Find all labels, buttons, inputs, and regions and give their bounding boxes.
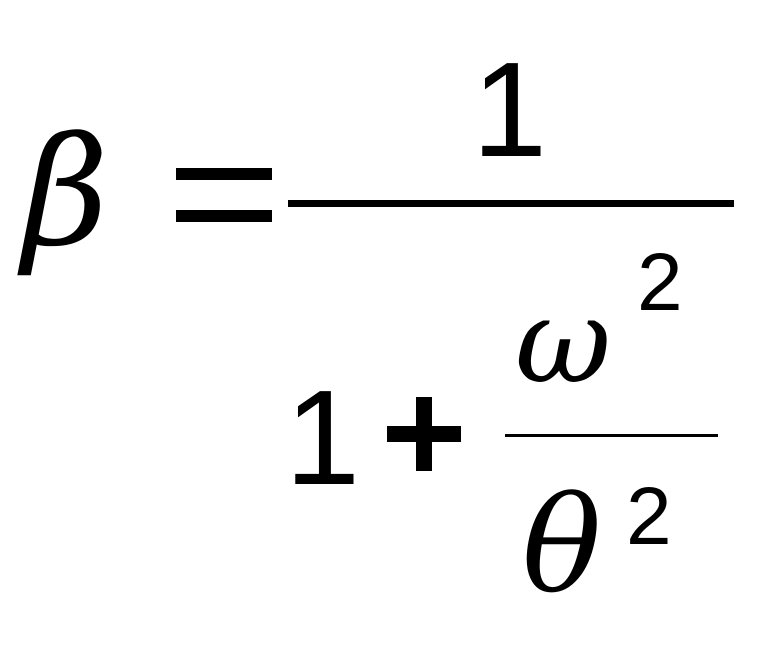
equals-bar-top [176,168,272,180]
denominator-one: 1 [285,362,361,513]
omega-exponent: 2 [637,237,683,328]
omega-symbol: ω [515,272,612,410]
plus-sign-vertical [416,397,432,471]
fraction-bar-main [288,200,734,207]
theta-exponent: 2 [626,471,672,562]
theta-symbol: θ [522,469,602,623]
numerator: 1 [472,34,548,185]
fraction-bar-inner [505,434,718,437]
equals-bar-bottom [176,210,272,222]
beta-symbol: β [22,106,109,280]
